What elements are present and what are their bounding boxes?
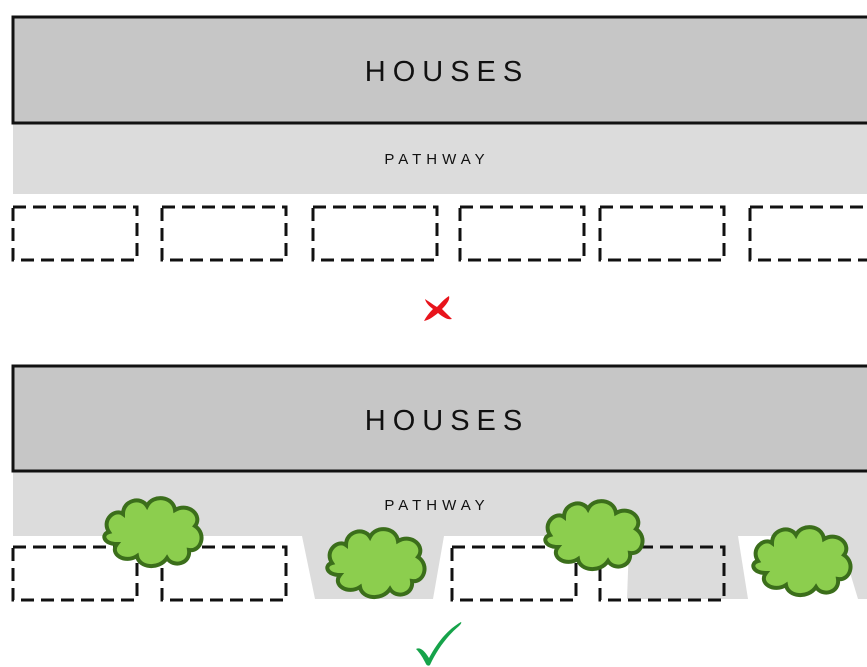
pathway-label: PATHWAY: [384, 497, 489, 514]
parking-space: [311, 205, 439, 262]
tree-icon: [543, 499, 645, 571]
houses-label: HOUSES: [365, 405, 529, 437]
tree-icon: [751, 525, 853, 597]
parking-spaces: [11, 545, 726, 602]
parking-space: [458, 205, 586, 262]
pathway-strip: [13, 124, 867, 194]
parking-space: [598, 205, 726, 262]
parking-space: [11, 545, 139, 602]
houses-block: [11, 15, 867, 125]
parking-space: [598, 545, 726, 602]
parking-space: [11, 205, 139, 262]
pathway-label: PATHWAY: [384, 151, 489, 168]
houses-label: HOUSES: [365, 56, 529, 88]
pathway-strip: [13, 471, 867, 599]
parking-spaces: [11, 205, 867, 262]
parking-space: [160, 545, 288, 602]
green-check-icon: [416, 622, 462, 666]
panel-incorrect: HOUSES PATHWAY: [11, 15, 867, 321]
tree-icon: [325, 527, 427, 599]
parking-space: [450, 545, 578, 602]
tree-icon: [102, 496, 204, 568]
parking-space: [160, 205, 288, 262]
houses-block: [11, 364, 867, 473]
parking-space: [748, 205, 867, 262]
red-cross-icon: [424, 296, 452, 321]
panel-correct: HOUSES PATHWAY: [11, 364, 867, 666]
